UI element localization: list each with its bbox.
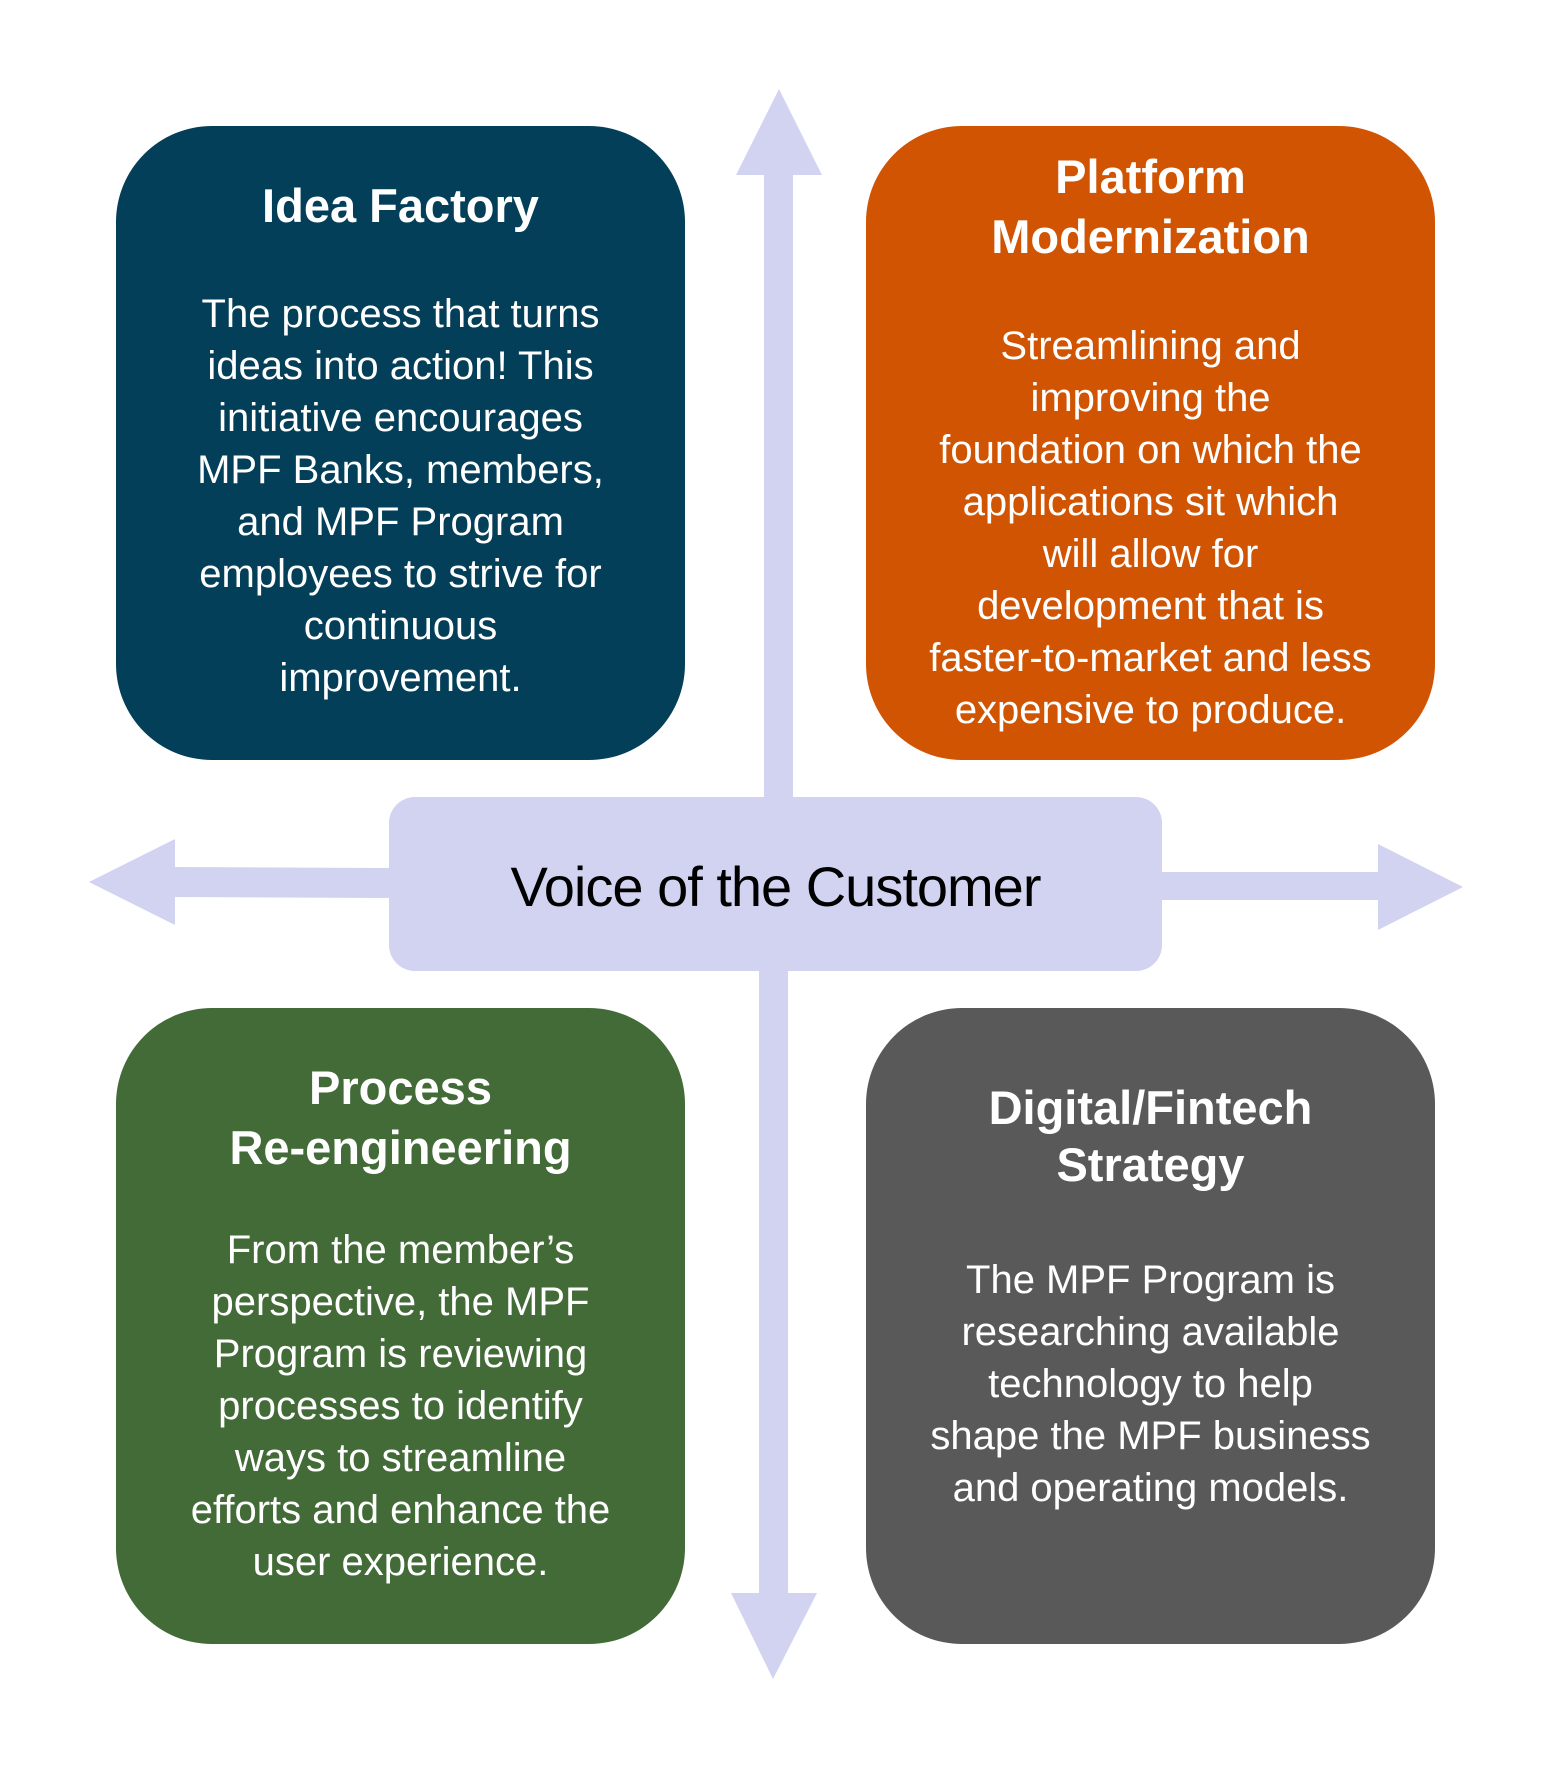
text-line: applications sit which	[962, 480, 1339, 524]
text-line: Re-engineering	[229, 1121, 572, 1174]
text-line: technology to help	[988, 1362, 1313, 1406]
text-line: Digital/Fintech	[988, 1081, 1313, 1134]
card-description: The process that turns ideas into action!…	[116, 288, 685, 704]
arrow-up	[736, 89, 822, 800]
text-line: ideas into action! This	[207, 344, 594, 388]
text-line: processes to identify	[218, 1384, 583, 1428]
text-line: will allow for	[1042, 532, 1259, 576]
text-line: continuous	[303, 604, 498, 648]
center-label: Voice of the Customer	[510, 854, 1042, 918]
text-line: development that is	[977, 584, 1324, 628]
text-line: Program is reviewing	[213, 1332, 588, 1376]
text-line: efforts and enhance the	[190, 1488, 611, 1532]
card-description: The MPF Program is researching available t…	[866, 1254, 1435, 1514]
text-line: Idea Factory	[262, 179, 539, 232]
card-description: Streamlining and improving the foundation …	[866, 320, 1435, 736]
arrow-left	[89, 839, 395, 925]
text-line: employees to strive for	[199, 552, 602, 596]
card-title: Idea Factory	[116, 176, 685, 236]
text-line: From the member’s	[226, 1228, 575, 1272]
text-line: faster-to-market and less	[929, 636, 1372, 680]
arrow-down	[731, 965, 817, 1679]
card-description: From the member’s perspective, the MPF Pro…	[116, 1224, 685, 1588]
text-line: The MPF Program is	[966, 1258, 1335, 1302]
center-hub: Voice of the Customer	[389, 797, 1162, 971]
arrow-right	[1155, 844, 1463, 930]
text-line: and MPF Program	[237, 500, 564, 544]
text-line: expensive to produce.	[954, 688, 1347, 732]
text-line: Strategy	[1056, 1138, 1245, 1191]
text-line: foundation on which the	[939, 428, 1362, 472]
text-line: perspective, the MPF	[211, 1280, 590, 1324]
card-idea-factory: Idea Factory The process that turns ideas…	[116, 126, 685, 760]
text-line: Modernization	[991, 210, 1310, 263]
text-line: Platform	[1055, 150, 1246, 203]
text-line: shape the MPF business	[930, 1414, 1371, 1458]
text-line: improving the	[1030, 376, 1271, 420]
text-line: researching available	[961, 1310, 1340, 1354]
text-line: initiative encourages	[218, 396, 583, 440]
text-line: user experience.	[252, 1540, 549, 1584]
text-line: ways to streamline	[234, 1436, 567, 1480]
text-line: and operating models.	[952, 1466, 1349, 1510]
text-line: MPF Banks, members,	[197, 448, 604, 492]
text-line: The process that turns	[201, 292, 600, 336]
text-line: improvement.	[279, 656, 522, 700]
text-line: Streamlining and	[1000, 324, 1301, 368]
text-line: Process	[309, 1061, 492, 1114]
